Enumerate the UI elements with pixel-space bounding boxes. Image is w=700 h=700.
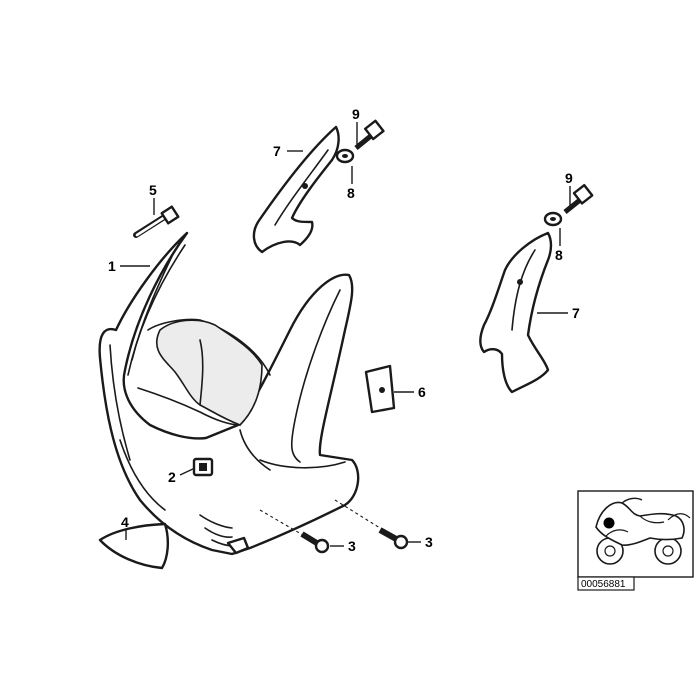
callout-1: 1 — [108, 258, 116, 274]
clip-nut-part[interactable] — [192, 457, 214, 477]
callout-8b: 8 — [555, 247, 563, 263]
washer-part-upper[interactable] — [335, 148, 355, 164]
callout-3b: 3 — [425, 534, 433, 550]
washer-part-lower[interactable] — [543, 211, 563, 227]
callout-7a: 7 — [273, 143, 281, 159]
callout-5: 5 — [149, 182, 157, 198]
callout-9b: 9 — [565, 170, 573, 186]
trim-strip-part[interactable] — [98, 522, 170, 570]
screw-part-left[interactable] — [259, 509, 330, 554]
callout-3a: 3 — [348, 538, 356, 554]
mirror-bracket-lower-part[interactable] — [479, 231, 553, 394]
leader-2 — [179, 467, 196, 476]
bolt-part[interactable] — [133, 205, 180, 238]
bolt-part-upper[interactable] — [354, 119, 385, 150]
bolt-part-lower[interactable] — [563, 183, 594, 214]
callout-6: 6 — [418, 384, 426, 400]
motorcycle-icon — [595, 497, 691, 565]
thumbnail-ref-number: 00056881 — [581, 579, 626, 590]
callout-4: 4 — [121, 514, 129, 530]
callout-9a: 9 — [352, 106, 360, 122]
overview-thumbnail[interactable]: 00056881 — [577, 490, 694, 591]
fairing-part[interactable] — [98, 231, 360, 556]
callout-7b: 7 — [572, 305, 580, 321]
screw-part-right[interactable] — [334, 499, 409, 550]
pad-part[interactable] — [364, 364, 396, 414]
mirror-bracket-upper-part[interactable] — [252, 125, 340, 254]
callout-2: 2 — [168, 469, 176, 485]
callout-8a: 8 — [347, 185, 355, 201]
